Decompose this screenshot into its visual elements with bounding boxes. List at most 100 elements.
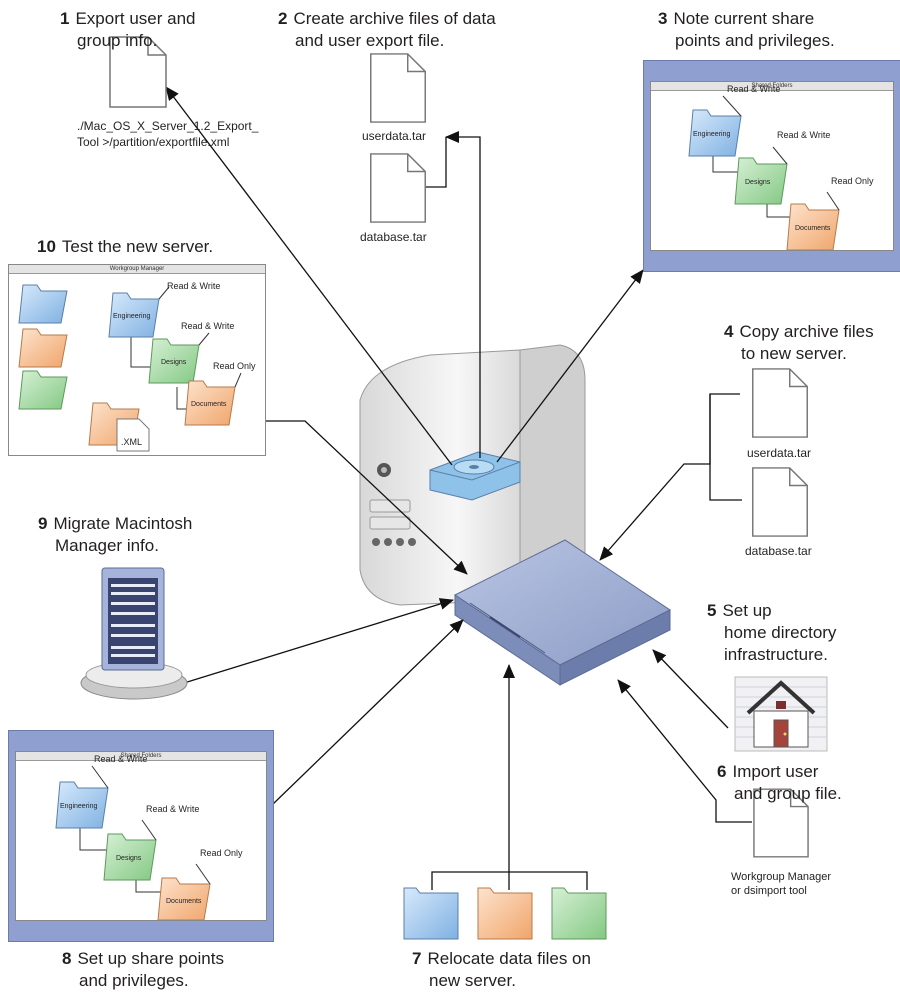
share-tree	[688, 95, 840, 250]
window-title: Shared Folders	[16, 752, 266, 761]
connector-arrows	[165, 86, 752, 890]
permission-label: Read & Write	[777, 130, 831, 140]
permission-label: Read & Write	[146, 804, 200, 814]
arrow-step10	[264, 420, 468, 575]
step-text: Create archive files of data	[293, 9, 496, 28]
database-copy-icon	[752, 467, 808, 537]
step-number: 9	[38, 514, 48, 533]
step-text: Export user and	[75, 9, 196, 28]
step-10-label: 10 Test the new server.	[37, 236, 213, 258]
step-number: 6	[717, 762, 727, 781]
new-server-xserve	[454, 539, 671, 686]
step-number: 10	[37, 237, 56, 256]
step-text: Set up share points	[77, 949, 224, 968]
shared-folders-window-step8: Shared Folders Read & Write Read & Write…	[8, 730, 274, 942]
xml-file-label: .XML	[121, 437, 143, 447]
window-title: Workgroup Manager	[9, 265, 265, 274]
shared-folders-panel: Shared Folders Read & Write Read & Write…	[650, 81, 894, 251]
userdata-copy-icon	[752, 368, 808, 438]
database-copy-caption: database.tar	[745, 544, 812, 558]
userdata-caption: userdata.tar	[362, 129, 427, 143]
shared-folders-window-step3: Shared Folders Read & Write Read & Write…	[643, 60, 900, 272]
step-text-line2: home directory	[724, 623, 837, 642]
step-number: 2	[278, 9, 288, 28]
permission-label: Read Only	[831, 176, 874, 186]
export-file-icon	[109, 36, 167, 108]
step-7-label: 7 Relocate data files on new server.	[412, 948, 591, 992]
step-text-line3: infrastructure.	[724, 645, 828, 664]
step-number: 1	[60, 9, 70, 28]
arrow-step6	[617, 679, 752, 823]
step-4-label: 4 Copy archive files to new server.	[724, 321, 874, 365]
step-text-line2: points and privileges.	[675, 31, 835, 50]
folder-label-documents: Documents	[795, 225, 831, 232]
step-6-label: 6 Import user and group file.	[717, 761, 842, 805]
database-caption: database.tar	[360, 230, 427, 244]
folder-label-designs: Designs	[161, 359, 187, 366]
permission-label: Read Only	[200, 848, 243, 858]
home-directory-icon	[734, 676, 828, 752]
macintosh-manager-icon	[80, 567, 188, 700]
arrow-step8	[271, 619, 464, 806]
old-server-tower	[359, 344, 586, 606]
step-text-line2: new server.	[429, 971, 516, 990]
import-file-icon	[753, 788, 809, 858]
window-title: Shared Folders	[651, 82, 893, 91]
step-text: Set up	[722, 601, 772, 620]
permission-label: Read & Write	[167, 281, 221, 291]
step-3-label: 3 Note current share points and privilege…	[658, 8, 835, 52]
step-5-label: 5 Set up home directory infrastructure.	[707, 600, 836, 666]
step-number: 5	[707, 601, 717, 620]
arrow-step2	[445, 131, 481, 458]
step-text-line2: and group file.	[734, 784, 842, 803]
shared-folders-panel: Shared Folders Read & Write Read & Write…	[15, 751, 267, 921]
step-text: Import user	[732, 762, 819, 781]
folder-label-designs: Designs	[745, 179, 771, 186]
permission-label: Read Only	[213, 361, 256, 371]
relocated-folders	[403, 887, 607, 940]
import-tool-caption-line2: or dsimport tool	[731, 885, 807, 897]
test-tree	[18, 284, 242, 452]
folder-label-documents: Documents	[191, 401, 227, 408]
workgroup-manager-window: Workgroup Manager Read & Write Read & Wr…	[8, 264, 266, 456]
folder-label-engineering: Engineering	[113, 313, 151, 320]
userdata-archive-icon	[370, 53, 426, 123]
export-command-caption-line2: Tool >/partition/exportfile.xml	[77, 135, 230, 149]
userdata-copy-caption: userdata.tar	[747, 446, 812, 460]
permission-label: Read & Write	[727, 84, 781, 94]
folder-label-documents: Documents	[166, 898, 202, 905]
step-text: Migrate Macintosh	[53, 514, 193, 533]
step-text: Relocate data files on	[427, 949, 591, 968]
step-text-line2: group info.	[77, 31, 158, 50]
permission-label: Read & Write	[94, 754, 148, 764]
step-text-line2: to new server.	[741, 344, 847, 363]
arrow-step3	[496, 269, 644, 463]
import-tool-caption-line1: Workgroup Manager	[731, 871, 832, 883]
database-archive-icon	[370, 153, 426, 223]
step-text: Copy archive files	[739, 322, 874, 341]
step-1-label: 1 Export user and group info.	[60, 8, 195, 52]
arrow-step4	[599, 393, 740, 561]
step-text: Test the new server.	[61, 237, 214, 256]
step-number: 3	[658, 9, 668, 28]
folder-label-engineering: Engineering	[60, 803, 98, 810]
step-number: 7	[412, 949, 422, 968]
permission-label: Read & Write	[181, 321, 235, 331]
step-text: Note current share	[673, 9, 815, 28]
step-number: 8	[62, 949, 72, 968]
export-command-caption-line1: ./Mac_OS_X_Server_1.2_Export_	[77, 119, 259, 133]
step-number: 4	[724, 322, 734, 341]
step-text-line2: and privileges.	[79, 971, 189, 990]
bracket-step2	[424, 137, 447, 188]
folder-label-engineering: Engineering	[693, 131, 731, 138]
folder-label-designs: Designs	[116, 855, 142, 862]
share-tree	[55, 765, 211, 920]
arrow-step1	[165, 86, 453, 466]
arrow-step5	[652, 649, 729, 729]
bracket-step4	[709, 394, 742, 501]
arrow-step9	[183, 598, 454, 684]
step-8-label: 8 Set up share points and privileges.	[62, 948, 224, 992]
